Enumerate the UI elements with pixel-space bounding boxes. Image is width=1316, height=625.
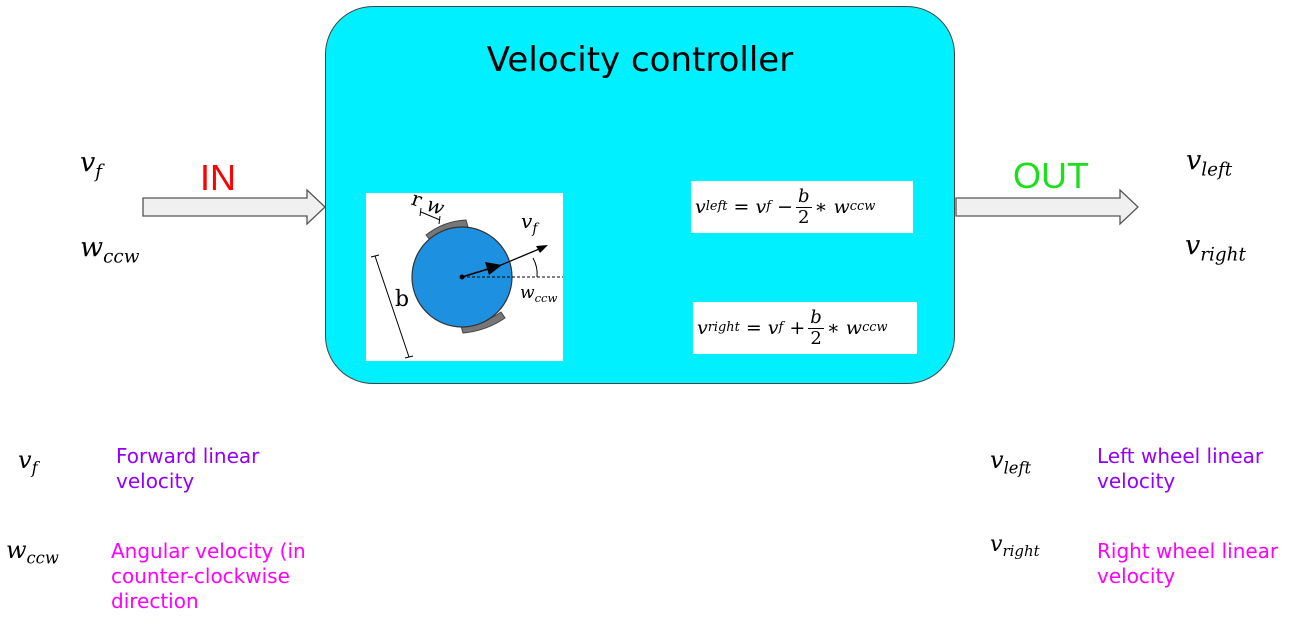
robot-diagram-svg [370,207,563,359]
robot-label-vf: vf [521,209,538,237]
legend-wccw-description: Angular velocity (in counter-clockwise d… [111,539,306,613]
legend-wccw-symbol: wccw [6,536,59,568]
robot-diagram: r w b vf wccw [366,186,563,361]
legend-vright-description: Right wheel linear velocity [1097,539,1279,588]
out-label: OUT [1013,155,1089,196]
input-wccw: wccw [80,232,140,268]
robot-label-b: b [395,287,410,312]
heading-arrow [485,262,502,275]
output-vleft: vleft [1186,145,1233,181]
input-arrow [142,188,326,226]
output-vright: vright [1185,230,1246,266]
legend-vleft-symbol: vleft [990,446,1032,478]
b-dimension-line [374,255,410,358]
input-vf: vf [80,147,103,183]
angle-arc [532,257,538,278]
legend-vright-symbol: vright [990,532,1040,561]
robot-label-wccw: wccw [520,283,558,306]
legend-vleft-description: Left wheel linear velocity [1097,444,1264,493]
vf-arrow [536,245,548,253]
controller-title: Velocity controller [486,40,794,80]
legend-vf-symbol: vf [18,446,38,478]
legend-vf-description: Forward linear velocity [116,444,260,493]
in-label: IN [200,157,236,198]
output-arrow [955,188,1139,226]
